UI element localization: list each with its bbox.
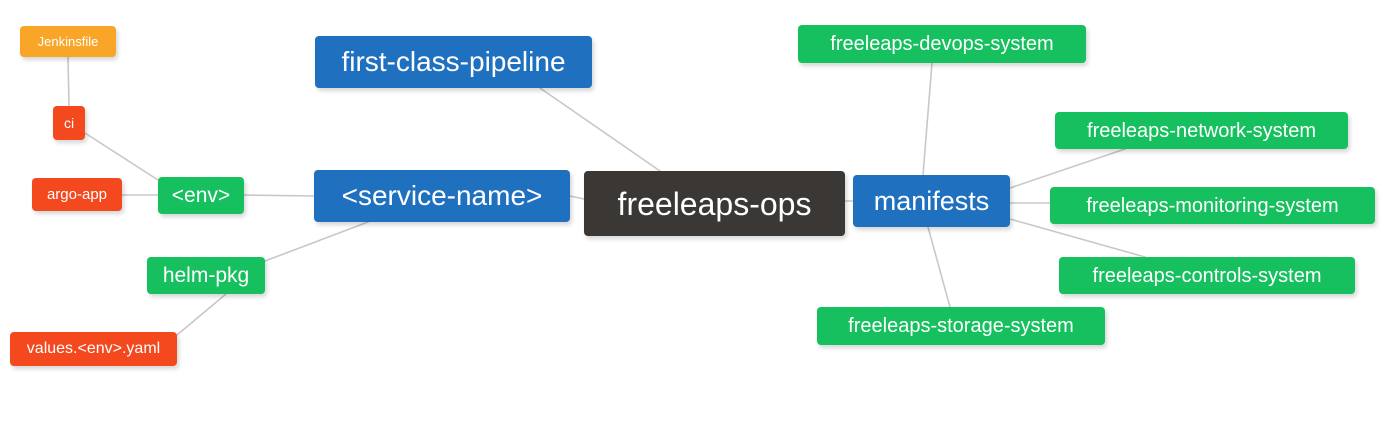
mindmap-node-manifests[interactable]: manifests <box>853 175 1010 227</box>
mindmap-node-service-name[interactable]: <service-name> <box>314 170 570 222</box>
mindmap-node-label: argo-app <box>46 186 108 203</box>
mindmap-edge-manifests-to-freeleaps-devops-system <box>922 62 933 176</box>
mindmap-node-jenkinsfile[interactable]: Jenkinsfile <box>20 26 116 57</box>
mindmap-node-freeleaps-controls-system[interactable]: freeleaps-controls-system <box>1059 257 1355 294</box>
mindmap-node-label: <env> <box>171 184 231 207</box>
mindmap-node-helm-pkg[interactable]: helm-pkg <box>147 257 265 294</box>
mindmap-node-label: Jenkinsfile <box>37 34 99 49</box>
mindmap-node-label: values.<env>.yaml <box>26 340 161 357</box>
mindmap-node-freeleaps-storage-system[interactable]: freeleaps-storage-system <box>817 307 1105 345</box>
mindmap-node-env[interactable]: <env> <box>158 177 244 214</box>
mindmap-edge-manifests-to-freeleaps-storage-system <box>927 226 951 308</box>
mindmap-edge-env-to-service-name <box>243 194 315 197</box>
mindmap-node-freeleaps-monitoring-system[interactable]: freeleaps-monitoring-system <box>1050 187 1375 224</box>
mindmap-node-freeleaps-network-system[interactable]: freeleaps-network-system <box>1055 112 1348 149</box>
mindmap-node-ci[interactable]: ci <box>53 106 85 140</box>
mindmap-node-label: freeleaps-ops <box>617 185 812 222</box>
mindmap-node-label: <service-name> <box>341 180 543 211</box>
mindmap-node-label: ci <box>63 115 75 131</box>
mindmap-edge-jenkinsfile-to-ci <box>67 56 70 107</box>
mindmap-node-label: freeleaps-monitoring-system <box>1086 194 1339 217</box>
mindmap-node-label: freeleaps-devops-system <box>830 33 1054 55</box>
mindmap-node-label: freeleaps-controls-system <box>1092 264 1322 287</box>
mindmap-node-label: first-class-pipeline <box>341 46 566 77</box>
mindmap-node-label: manifests <box>873 185 990 216</box>
mindmap-edge-service-name-to-freeleaps-ops <box>569 195 585 200</box>
mindmap-edge-values-yaml-to-helm-pkg <box>176 293 227 336</box>
mindmap-edge-first-class-pipeline-to-freeleaps-ops <box>539 87 661 172</box>
mindmap-node-argo-app[interactable]: argo-app <box>32 178 122 211</box>
mindmap-node-freeleaps-ops[interactable]: freeleaps-ops <box>584 171 845 236</box>
mindmap-node-label: freeleaps-network-system <box>1087 119 1316 142</box>
mindmap-edge-ci-to-env <box>84 132 159 181</box>
mindmap-node-freeleaps-devops-system[interactable]: freeleaps-devops-system <box>798 25 1086 63</box>
mindmap-node-label: freeleaps-storage-system <box>848 315 1074 337</box>
mindmap-edge-helm-pkg-to-service-name <box>264 221 369 262</box>
mindmap-node-first-class-pipeline[interactable]: first-class-pipeline <box>315 36 592 88</box>
mindmap-edge-manifests-to-freeleaps-network-system <box>1009 148 1126 189</box>
mindmap-node-label: helm-pkg <box>162 264 250 287</box>
mindmap-node-values-yaml[interactable]: values.<env>.yaml <box>10 332 177 366</box>
mindmap-edge-manifests-to-freeleaps-controls-system <box>1009 218 1146 258</box>
